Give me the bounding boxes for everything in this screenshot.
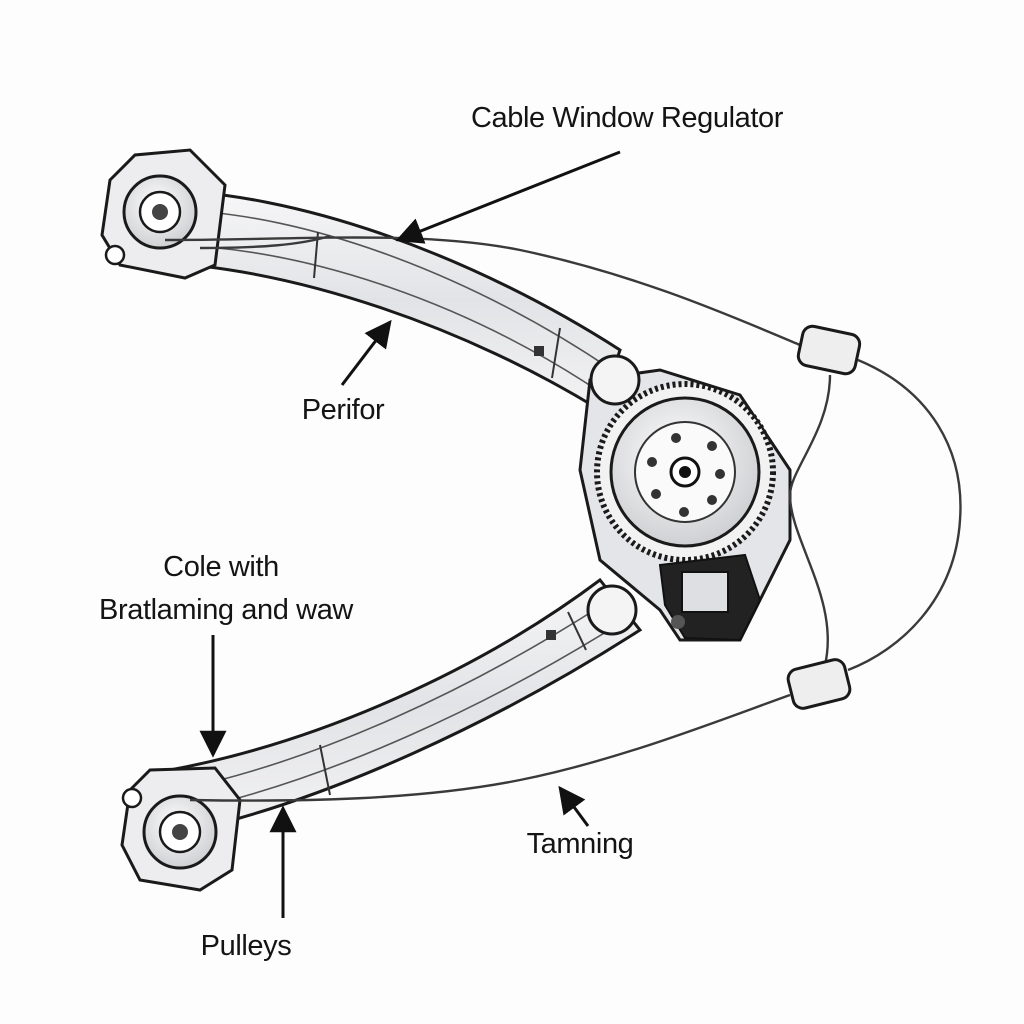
arrow-perifor bbox=[340, 319, 392, 386]
lower-pulley-bracket bbox=[120, 766, 242, 892]
label-tamning: Tamning bbox=[526, 828, 634, 860]
upper-cable-tensioner bbox=[796, 324, 862, 376]
regulator-cables bbox=[164, 234, 962, 802]
lower-cable-tensioner bbox=[786, 658, 852, 710]
upper-pulley-bracket bbox=[100, 148, 227, 280]
label-cole-with: Cole with bbox=[163, 551, 279, 583]
label-cable-window-regulator: Cable Window Regulator bbox=[471, 102, 783, 134]
arrow-cable-window-regulator bbox=[395, 150, 621, 244]
label-bratlaming-and-waw: Bratlaming and waw bbox=[99, 594, 353, 626]
motor-drum-assembly bbox=[578, 354, 792, 642]
label-perifor: Perifor bbox=[301, 394, 385, 426]
arrow-tamning bbox=[558, 785, 590, 827]
leader-arrows bbox=[199, 150, 621, 918]
label-pulleys: Pulleys bbox=[200, 930, 292, 962]
